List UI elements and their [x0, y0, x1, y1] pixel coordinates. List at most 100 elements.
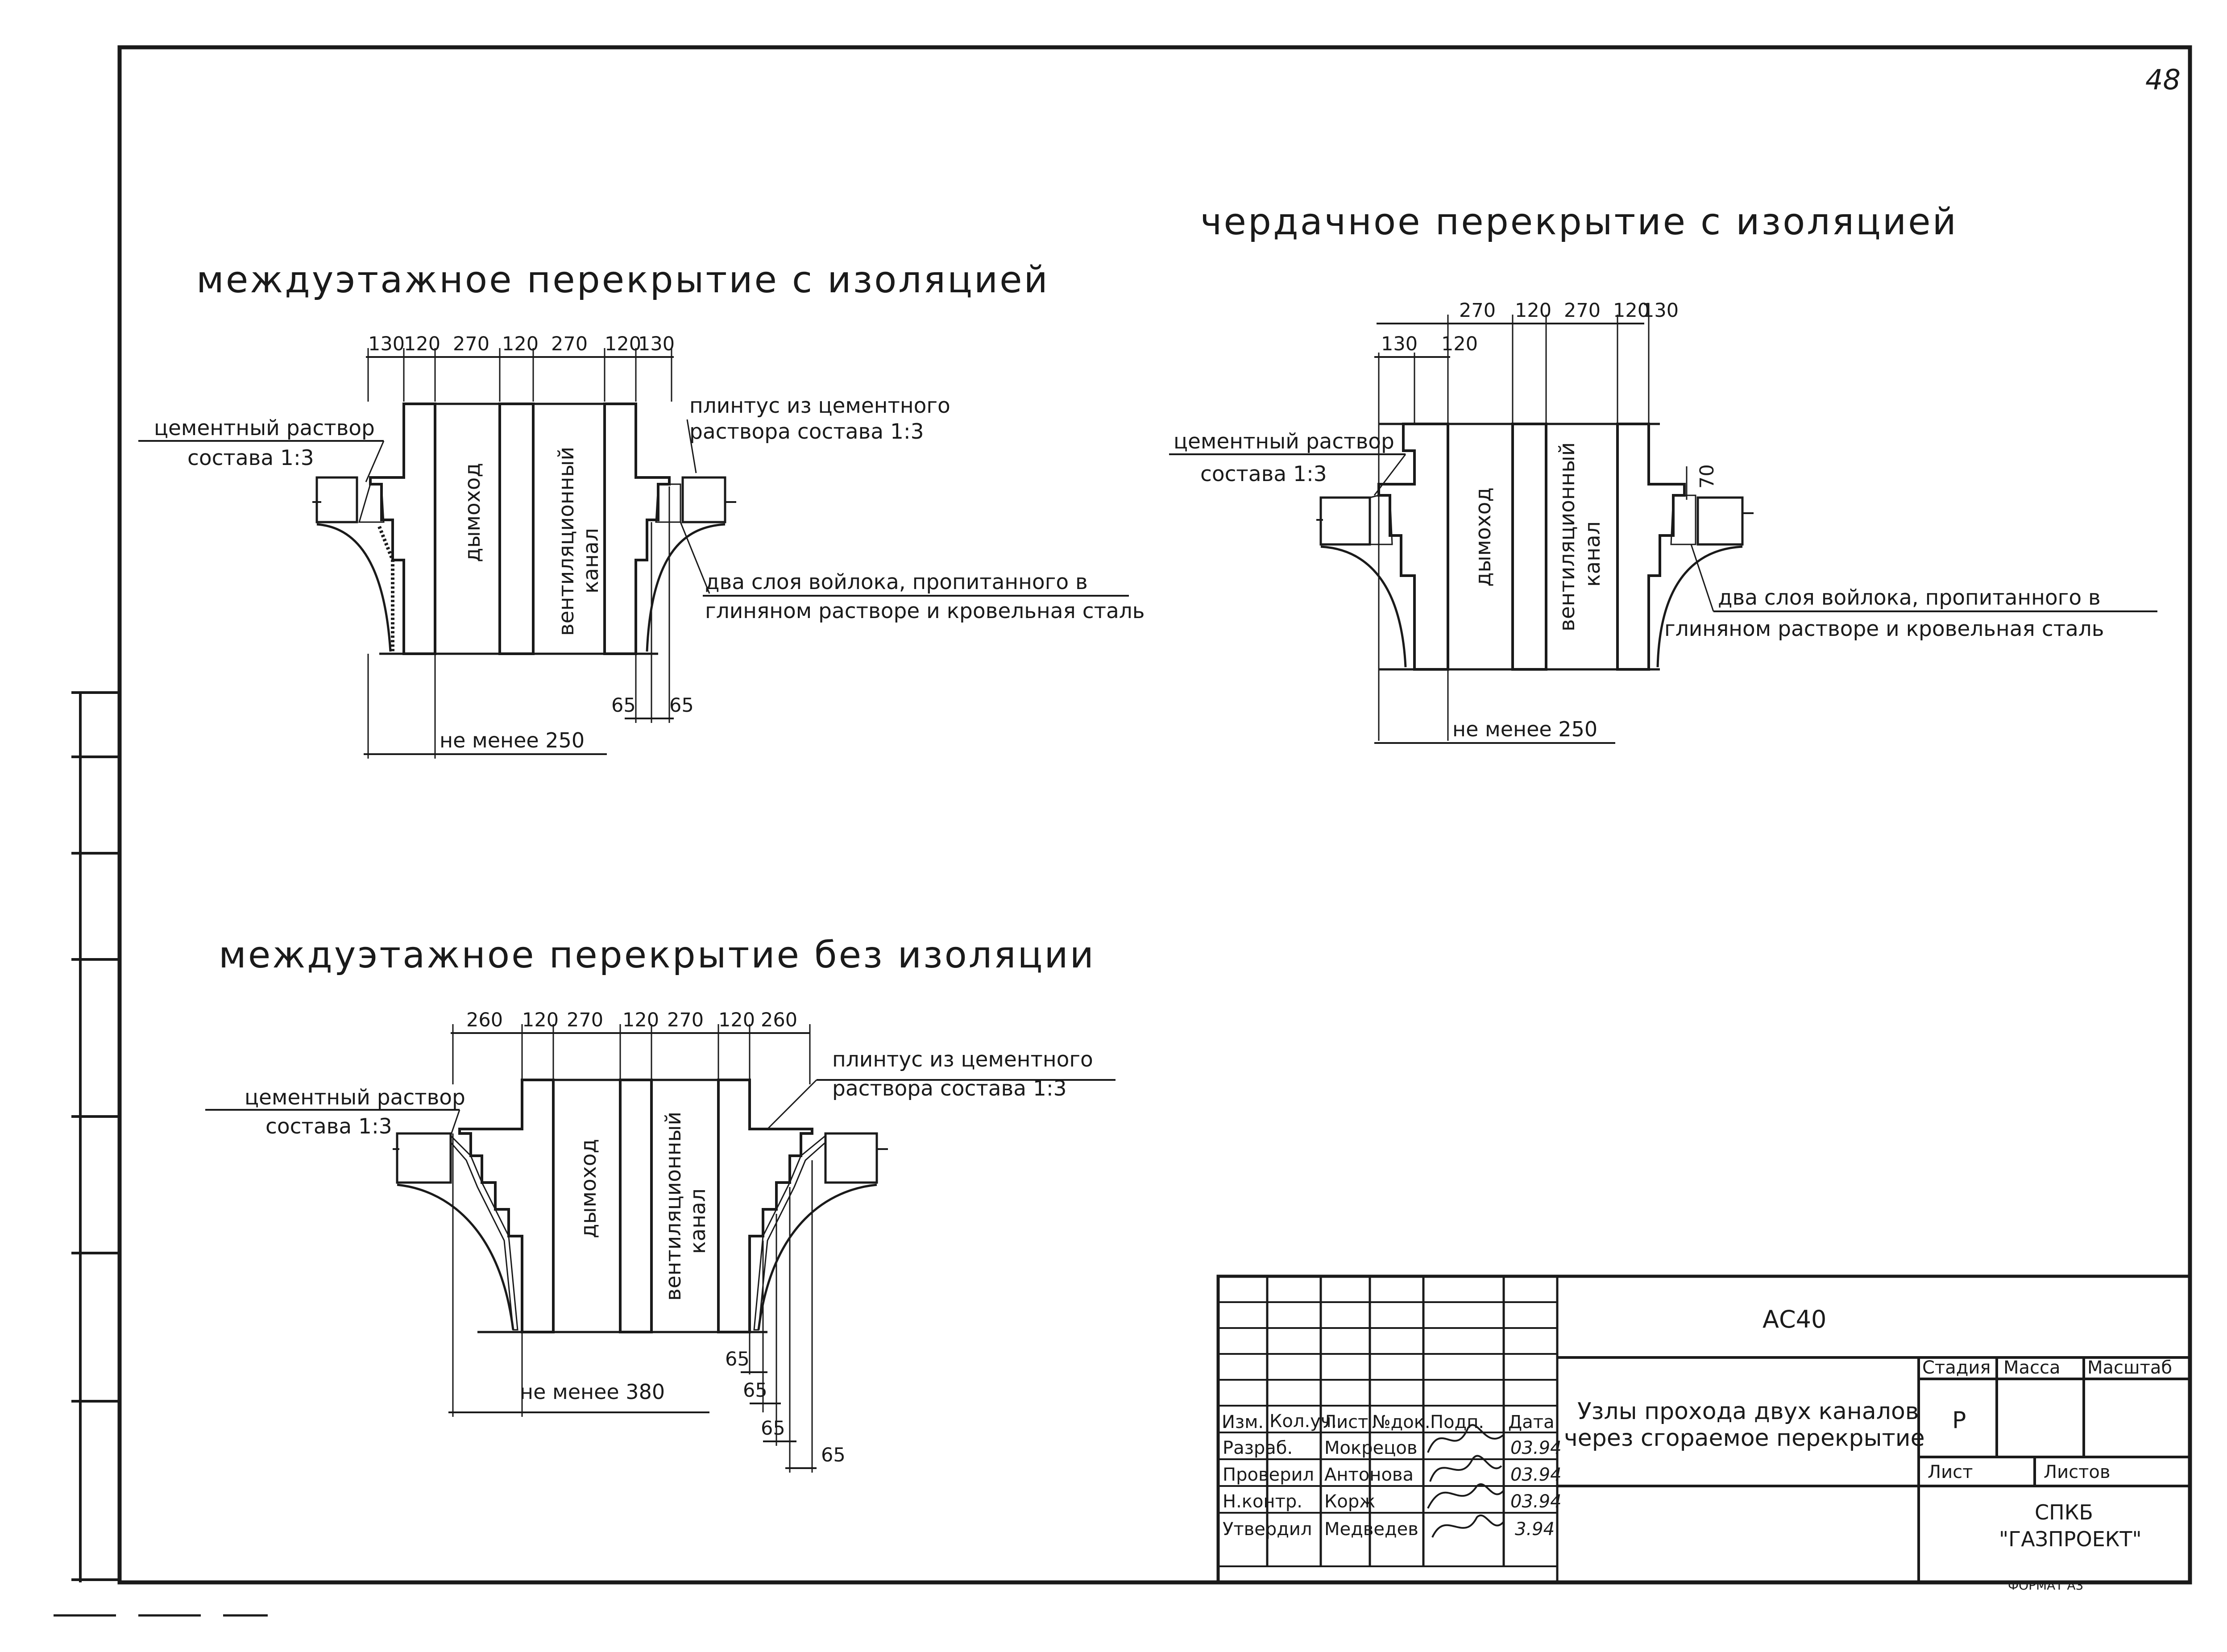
insulation-block-left [1319, 496, 1371, 546]
sign-date: 03.94 [1510, 1491, 1562, 1512]
wall-middle-hatch [498, 403, 535, 655]
mortar-label: цементный раствор [1174, 429, 1394, 454]
wall-middle-hatch [1511, 423, 1547, 671]
vent-label: канал [579, 528, 603, 594]
sheet-header: Лист [1928, 1462, 1973, 1482]
insulation-block-right [681, 476, 726, 523]
mortar-label: состава 1:3 [187, 446, 314, 470]
sign-date: 03.94 [1510, 1465, 1562, 1485]
min-width-label: не менее 250 [1452, 717, 1597, 741]
title-block: АС40 Узлы прохода двух каналов через сго… [1216, 1274, 2192, 1584]
format-label: ФОРМАТ А3 [2008, 1578, 2083, 1593]
dim-text: 260 [466, 1009, 503, 1031]
felt-label: два слоя войлока, пропитанного в [1718, 585, 2101, 610]
dim-text: 120 [1441, 333, 1478, 355]
signatures [1427, 1424, 1505, 1538]
col-header: Дата [1508, 1412, 1555, 1432]
detail-title: чердачное перекрытие с изоляцией [1200, 201, 1958, 243]
dim-65: 65 [611, 694, 636, 717]
dim-text: 120 [404, 333, 440, 355]
dim-text: 130 [368, 333, 405, 355]
detail-title: междуэтажное перекрытие с изоляцией [196, 259, 1049, 301]
organization: СПКБ [2035, 1500, 2093, 1524]
signer-role: Утвердил [1223, 1519, 1312, 1540]
dim-text: 130 [638, 333, 675, 355]
detail-attic-insulated: чердачное перекрытие с изоляцией 270 120… [1169, 201, 2157, 744]
vent-label: канал [686, 1188, 710, 1254]
document-code: АС40 [1763, 1305, 1826, 1333]
col-header: Изм. [1222, 1412, 1264, 1432]
mortar-label: цементный раствор [245, 1085, 465, 1110]
dim-text: 130 [1642, 299, 1679, 322]
scale-header: Масштаб [2087, 1357, 2172, 1378]
vent-label: вентиляционный [1555, 442, 1580, 631]
detail-title: междуэтажное перекрытие без изоляции [219, 934, 1095, 976]
document-name: Узлы прохода двух каналов [1577, 1398, 1919, 1425]
vent-label: вентиляционный [661, 1112, 686, 1301]
signer-name: Медведев [1324, 1519, 1418, 1540]
sheets-header: Листов [2044, 1462, 2110, 1482]
mass-header: Масса [2003, 1357, 2061, 1378]
signer-name: Мокрецов [1324, 1438, 1417, 1458]
felt-label: глиняном растворе и кровельная сталь [1664, 617, 2104, 641]
col-header: Кол.уч. [1269, 1411, 1337, 1432]
felt-label: глиняном растворе и кровельная сталь [705, 599, 1145, 623]
dim-text: 120 [522, 1009, 559, 1031]
mortar-label: цементный раствор [154, 416, 375, 440]
floor-block-right [824, 1132, 878, 1184]
signer-name: Антонова [1324, 1465, 1414, 1485]
dim-text: 270 [453, 333, 489, 355]
dim-text: 270 [551, 333, 588, 355]
floor-block-left [396, 1132, 452, 1184]
insulation-block-left [315, 476, 358, 523]
dim-text: 120 [502, 333, 539, 355]
dim-65: 65 [821, 1444, 846, 1466]
plinth-label: плинтус из цементного [832, 1047, 1093, 1072]
dim-text: 120 [1515, 299, 1551, 322]
plinth-label: раствора состава 1:3 [832, 1076, 1067, 1101]
min-width-label: не менее 250 [440, 728, 585, 752]
col-header: №док. [1372, 1412, 1431, 1432]
detail-interfloor-uninsulated: междуэтажное перекрытие без изоляции 260… [205, 934, 1116, 1473]
wall-middle-hatch [619, 1079, 653, 1333]
plinth-label: плинтус из цементного [689, 394, 950, 418]
signer-role: Разраб. [1223, 1438, 1293, 1458]
signer-role: Н.контр. [1223, 1491, 1302, 1512]
binding-strip [54, 691, 268, 1617]
vent-label: канал [1580, 521, 1605, 587]
dim-70: 70 [1696, 464, 1718, 489]
dim-text: 270 [567, 1009, 603, 1031]
page-number: 48 [2145, 63, 2181, 96]
wall-right-hatch [603, 403, 671, 655]
plinth-label: раствора состава 1:3 [689, 419, 924, 444]
chimney-label: дымоход [576, 1139, 601, 1238]
dim-text: 270 [667, 1009, 704, 1031]
signer-role: Проверил [1223, 1465, 1314, 1485]
mortar-label: состава 1:3 [265, 1114, 392, 1139]
dim-65: 65 [761, 1417, 785, 1440]
organization: "ГАЗПРОЕКТ" [1999, 1527, 2142, 1551]
vent-label: вентиляционный [554, 447, 579, 636]
min-width-label: не менее 380 [520, 1380, 665, 1404]
dim-text: 270 [1564, 299, 1601, 322]
chimney-label: дымоход [1471, 487, 1496, 587]
dim-text: 120 [1613, 299, 1650, 322]
dim-text: 120 [605, 333, 641, 355]
detail-interfloor-insulated: междуэтажное перекрытие с изоляцией 130 … [138, 259, 1145, 759]
insulation-block-right [1696, 496, 1744, 546]
dim-65: 65 [669, 694, 694, 717]
sign-date: 3.94 [1515, 1519, 1555, 1540]
stage-header: Стадия [1922, 1357, 1991, 1378]
dim-65: 65 [725, 1348, 750, 1370]
dim-text: 120 [622, 1009, 659, 1031]
document-name: через сгораемое перекрытие [1564, 1425, 1925, 1452]
felt-label: два слоя войлока, пропитанного в [705, 570, 1088, 594]
sign-date: 03.94 [1510, 1438, 1562, 1458]
stage-value: Р [1952, 1407, 1966, 1434]
dim-text: 130 [1381, 333, 1418, 355]
mortar-label: состава 1:3 [1200, 462, 1327, 486]
signer-name: Корж [1324, 1491, 1375, 1512]
col-header: Лист [1323, 1412, 1368, 1432]
dim-text: 270 [1459, 299, 1496, 322]
